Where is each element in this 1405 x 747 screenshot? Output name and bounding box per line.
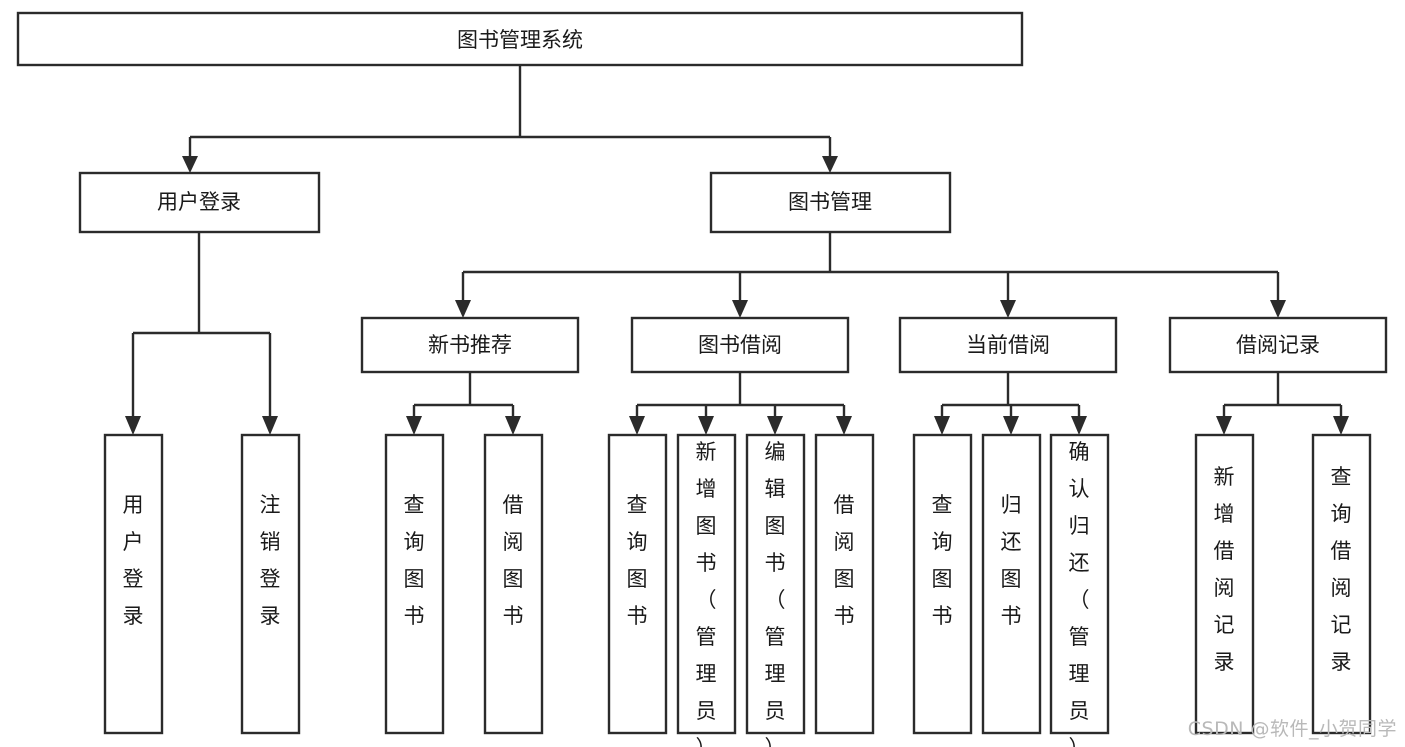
- node-leaf-borrow-query-box[interactable]: [607, 433, 668, 735]
- node-book-manage-box[interactable]: [709, 171, 952, 234]
- arrow-head-borrow-query: [629, 416, 645, 435]
- node-root[interactable]: 图书管理系统: [16, 11, 1024, 67]
- arrow-head-user-login: [182, 156, 198, 173]
- node-book-borrow[interactable]: 图书借阅: [630, 316, 850, 374]
- node-leaf-borrow-add-box[interactable]: [676, 433, 737, 735]
- node-leaf-current-return-label: 归还图书: [1001, 493, 1022, 628]
- node-leaf-user-login-label: 用户登录: [123, 493, 144, 628]
- arrow-head-book-manage: [822, 156, 838, 173]
- arrow-head-current-confirm: [1071, 416, 1087, 435]
- node-leaf-record-query[interactable]: 查询借阅记录: [1311, 433, 1372, 735]
- node-leaf-newbook-borrow-label: 借阅图书: [503, 493, 524, 628]
- node-leaf-record-add-box[interactable]: [1194, 433, 1255, 735]
- arrow-head-borrow-lend: [836, 416, 852, 435]
- node-leaf-logout-label: 注销登录: [260, 493, 281, 628]
- node-leaf-borrow-edit-box[interactable]: [745, 433, 806, 735]
- arrow-head-current-query: [934, 416, 950, 435]
- node-current-borrow[interactable]: 当前借阅: [898, 316, 1118, 374]
- node-leaf-record-add-label: 新增借阅记录: [1214, 465, 1235, 674]
- node-user-login-box[interactable]: [78, 171, 321, 234]
- node-book-manage[interactable]: 图书管理: [709, 171, 952, 234]
- node-new-book-recommend-box[interactable]: [360, 316, 580, 374]
- node-leaf-record-add[interactable]: 新增借阅记录: [1194, 433, 1255, 735]
- node-leaf-current-return-box[interactable]: [981, 433, 1042, 735]
- node-new-book-recommend[interactable]: 新书推荐: [360, 316, 580, 374]
- arrow-head-leaf-user-login: [125, 416, 141, 435]
- node-leaf-borrow-add-label: 新增图书（管理员）: [696, 440, 717, 747]
- node-borrow-record[interactable]: 借阅记录: [1168, 316, 1388, 374]
- node-leaf-newbook-query-label: 查询图书: [404, 493, 425, 628]
- arrow-head-borrow-edit: [767, 416, 783, 435]
- node-leaf-record-query-box[interactable]: [1311, 433, 1372, 735]
- node-leaf-current-confirm-box[interactable]: [1049, 433, 1110, 735]
- node-leaf-newbook-borrow[interactable]: 借阅图书: [483, 433, 544, 735]
- node-leaf-current-return[interactable]: 归还图书: [981, 433, 1042, 735]
- node-leaf-newbook-query[interactable]: 查询图书: [384, 433, 445, 735]
- arrow-head-current-return: [1003, 416, 1019, 435]
- node-leaf-user-login-box[interactable]: [103, 433, 164, 735]
- node-root-label: 图书管理系统: [457, 28, 583, 52]
- arrow-head-leaf-logout: [262, 416, 278, 435]
- arrow-head-newbook-query: [406, 416, 422, 435]
- node-leaf-logout-box[interactable]: [240, 433, 301, 735]
- node-leaf-current-query[interactable]: 查询图书: [912, 433, 973, 735]
- node-leaf-borrow-edit[interactable]: 编辑图书（管理员）: [745, 433, 806, 747]
- node-leaf-current-confirm-label: 确认归还（管理员）: [1069, 440, 1090, 747]
- node-leaf-record-query-label: 查询借阅记录: [1331, 465, 1352, 674]
- node-new-book-recommend-label: 新书推荐: [428, 333, 512, 357]
- node-leaf-current-query-box[interactable]: [912, 433, 973, 735]
- node-leaf-current-confirm[interactable]: 确认归还（管理员）: [1049, 433, 1110, 747]
- node-leaf-user-login[interactable]: 用户登录: [103, 433, 164, 735]
- node-leaf-newbook-borrow-box[interactable]: [483, 433, 544, 735]
- node-book-manage-label: 图书管理: [788, 190, 872, 214]
- node-borrow-record-label: 借阅记录: [1236, 333, 1320, 357]
- node-current-borrow-box[interactable]: [898, 316, 1118, 374]
- node-leaf-borrow-lend-label: 借阅图书: [834, 493, 855, 628]
- arrow-head-new-book: [455, 300, 471, 318]
- node-book-borrow-label: 图书借阅: [698, 333, 782, 357]
- node-leaf-borrow-lend-box[interactable]: [814, 433, 875, 735]
- arrow-head-borrow-add: [698, 416, 714, 435]
- node-leaf-logout[interactable]: 注销登录: [240, 433, 301, 735]
- node-borrow-record-box[interactable]: [1168, 316, 1388, 374]
- node-current-borrow-label: 当前借阅: [966, 333, 1050, 357]
- node-root-box[interactable]: [16, 11, 1024, 67]
- node-leaf-borrow-lend[interactable]: 借阅图书: [814, 433, 875, 735]
- arrow-head-current-borrow: [1000, 300, 1016, 318]
- arrow-head-record-add: [1216, 416, 1232, 435]
- node-leaf-newbook-query-box[interactable]: [384, 433, 445, 735]
- arrow-head-borrow-record: [1270, 300, 1286, 318]
- arrow-head-record-query: [1333, 416, 1349, 435]
- node-leaf-borrow-edit-label: 编辑图书（管理员）: [765, 440, 786, 747]
- node-book-borrow-box[interactable]: [630, 316, 850, 374]
- node-user-login[interactable]: 用户登录: [78, 171, 321, 234]
- node-leaf-borrow-query-label: 查询图书: [627, 493, 648, 628]
- node-leaf-borrow-query[interactable]: 查询图书: [607, 433, 668, 735]
- arrow-head-book-borrow: [732, 300, 748, 318]
- node-user-login-label: 用户登录: [157, 190, 241, 214]
- node-leaf-borrow-add[interactable]: 新增图书（管理员）: [676, 433, 737, 747]
- connector-layer: [125, 65, 1349, 435]
- arrow-head-newbook-borrow: [505, 416, 521, 435]
- node-leaf-current-query-label: 查询图书: [932, 493, 953, 628]
